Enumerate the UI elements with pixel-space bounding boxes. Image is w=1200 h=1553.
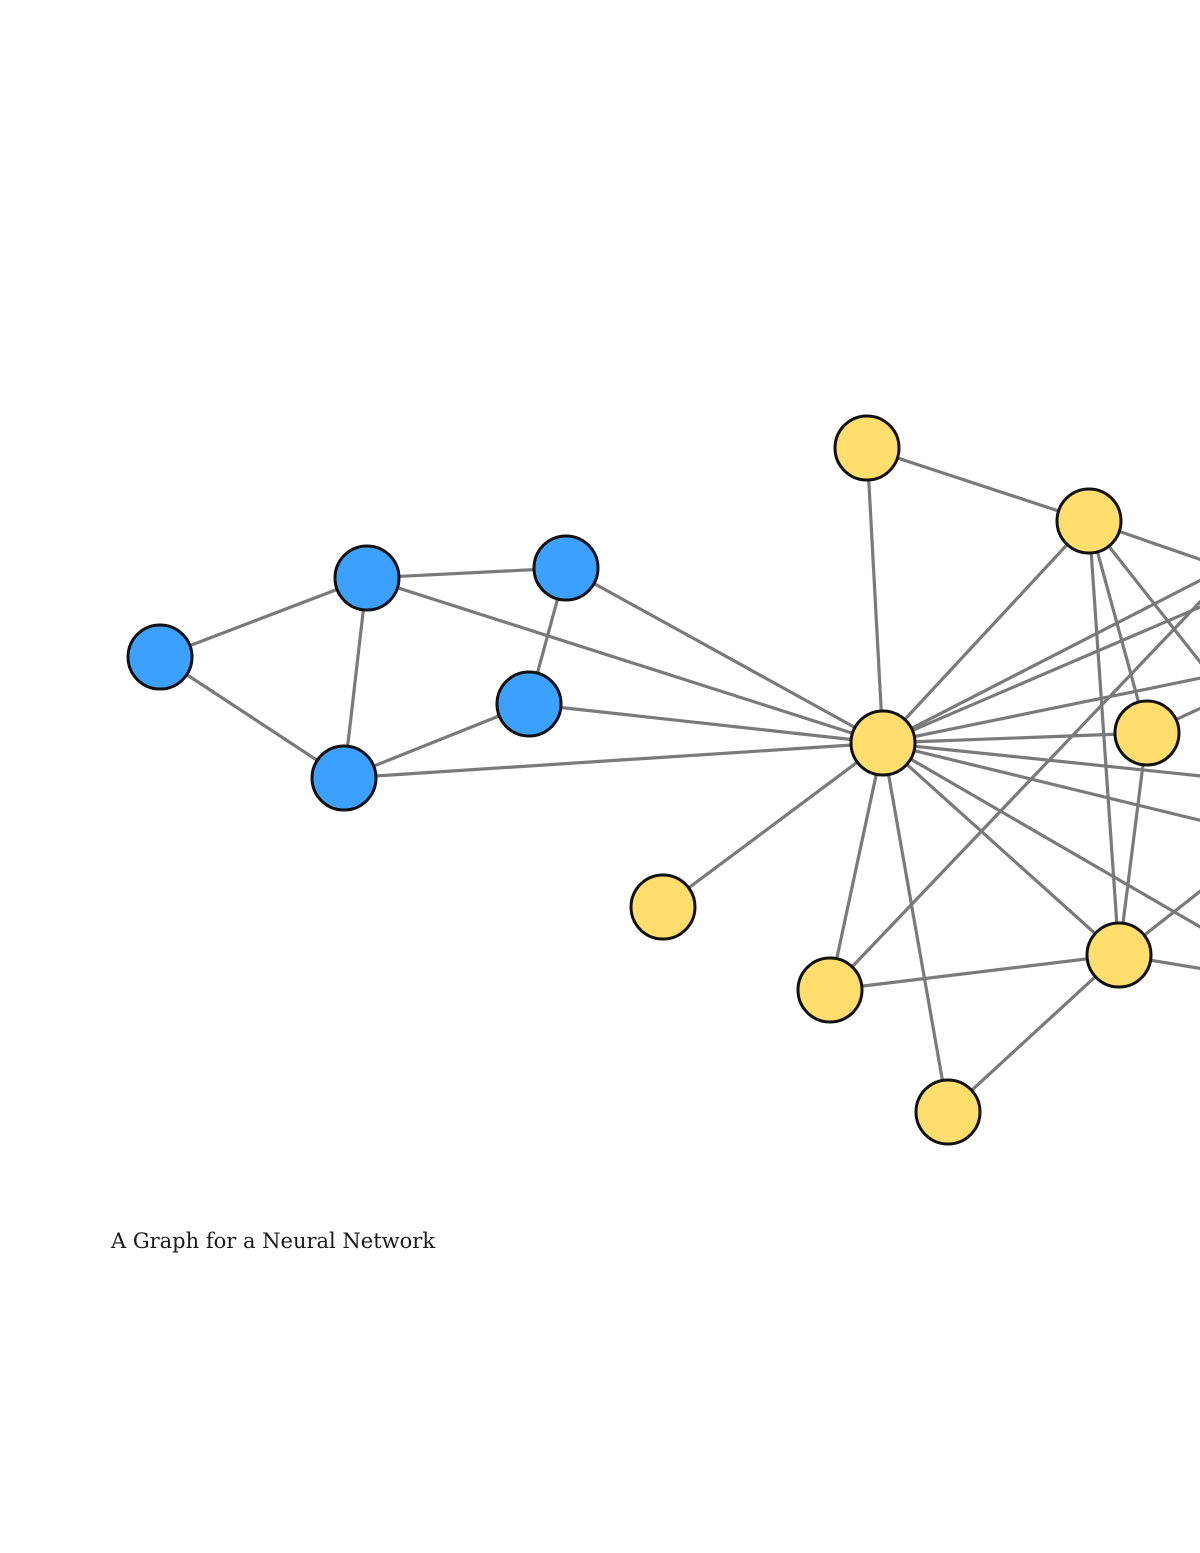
hub-node [849,709,917,777]
node-yellow-y1 [833,414,901,482]
edge-hub-offscreen-4 [881,676,1200,745]
edge-y6-y8 [828,599,1200,992]
node-yellow-y2 [1055,487,1123,555]
node-blue-b5 [495,670,563,738]
edge-b5-hub [527,702,885,745]
edge-y5-hub [661,741,885,909]
edge-y2-hub [881,519,1091,745]
edge-b1-b2 [158,576,369,659]
node-yellow-y6 [796,956,864,1024]
node-blue-b1 [126,623,194,691]
edge-y2-offscreen-1 [1087,519,1200,665]
edge-b4-hub [342,741,885,780]
edge-y1-y2 [865,446,1091,523]
node-yellow-y4 [1085,921,1153,989]
edge-hub-offscreen-7 [881,741,1200,929]
edge-b2-b4 [342,576,369,780]
edge-b3-hub [564,566,885,745]
node-yellow-y7 [914,1078,982,1146]
edge-y7-hub [881,741,950,1114]
node-blue-b2 [333,544,401,612]
edge-y4-y6 [828,953,1121,992]
edge-y3-hub [881,731,1149,745]
nodes-layer [126,414,1181,1146]
edge-b2-hub [365,576,885,745]
edge-y2-y4 [1087,519,1121,957]
node-blue-b3 [532,534,600,602]
edge-y4-y7 [946,953,1121,1114]
edge-hub-offscreen-5 [881,741,1200,778]
edge-hub-offscreen-6 [881,741,1200,822]
node-yellow-y3 [1113,699,1181,767]
edge-y4-hub [881,741,1121,957]
node-blue-b4 [310,744,378,812]
edge-y8-hub [881,578,1200,745]
edge-hub-offscreen-3 [881,605,1200,745]
node-yellow-y5 [629,873,697,941]
edge-y1-hub [865,446,885,745]
edge-y2-y3 [1087,519,1149,735]
edge-y6-hub [828,741,885,992]
figure-caption: A Graph for a Neural Network [111,1229,436,1253]
edge-b1-b4 [158,655,346,780]
